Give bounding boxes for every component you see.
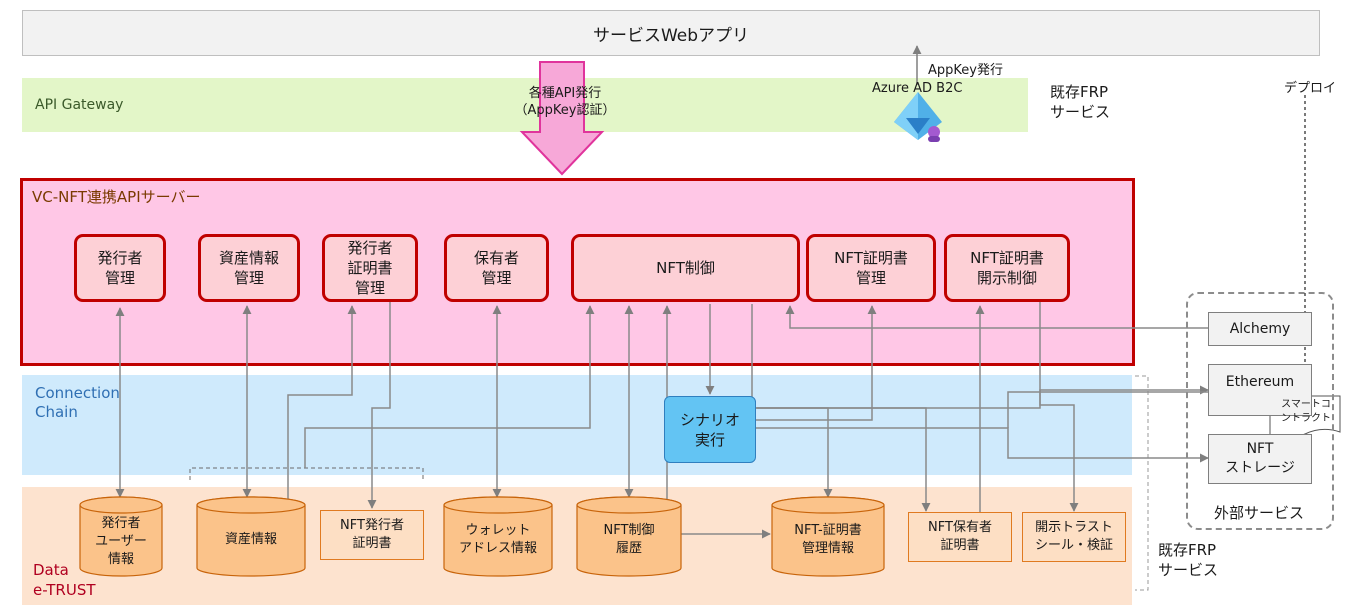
azure-ad-label: Azure AD B2C [872,81,963,96]
vc-nft-api-server-title: VC-NFT連携APIサーバー [32,188,201,206]
store-nft-certificate-mgmt-info: NFT-証明書 管理情報 [794,523,862,556]
service-web-app-label: サービスWebアプリ [592,25,750,46]
store-disclosure-trust-seal: 開示トラスト シール・検証 [1022,512,1126,562]
store-issuer-user-info: 発行者 ユーザー 情報 [95,516,147,567]
module-issuer-management: 発行者 管理 [74,234,166,302]
data-etrust-label: Data e-TRUST [33,561,96,599]
ext-alchemy: Alchemy [1208,312,1312,346]
appkey-label: AppKey発行 [928,63,1003,78]
asset-group-bracket [189,467,424,480]
module-issuer-certificate-management: 発行者 証明書 管理 [322,234,418,302]
connection-chain-band [22,375,1132,475]
ext-nft-storage: NFT ストレージ [1208,434,1312,484]
api-issue-label: 各種API発行 （AppKey認証） [514,86,616,118]
azure-ad-icon [894,92,942,142]
deploy-label: デプロイ [1284,81,1337,96]
store-nft-issuer-certificate: NFT発行者 証明書 [320,510,424,560]
store-nft-control-history: NFT制御 履歴 [603,523,655,556]
module-asset-info-management: 資産情報 管理 [198,234,300,302]
frp-service-bottom: 既存FRP サービス [1158,541,1219,579]
module-nft-certificate-disclosure: NFT証明書 開示制御 [944,234,1070,302]
module-nft-certificate-management: NFT証明書 管理 [806,234,936,302]
api-gateway-label: API Gateway [35,97,124,113]
scenario-execution: シナリオ 実行 [664,396,756,463]
module-holder-management: 保有者 管理 [444,234,549,302]
module-nft-control: NFT制御 [571,234,800,302]
ext-smart-contract: スマートコ ントラクト [1281,399,1331,424]
store-asset-info: 資産情報 [224,532,277,547]
ext-ethereum: Ethereum [1208,364,1312,416]
connection-chain-label: Connection Chain [35,384,120,421]
store-wallet-address-info: ウォレット アドレス情報 [458,523,537,556]
service-web-app-bar: サービスWebアプリ [22,10,1320,56]
external-services-label: 外部サービス [1214,504,1305,522]
frp-bracket [1135,375,1149,591]
api-gateway-band [22,78,1028,132]
external-services-group [1186,292,1334,530]
frp-service-top: 既存FRP サービス [1050,83,1111,121]
store-nft-holder-certificate: NFT保有者 証明書 [908,512,1012,562]
api-issue-arrow [519,61,605,176]
